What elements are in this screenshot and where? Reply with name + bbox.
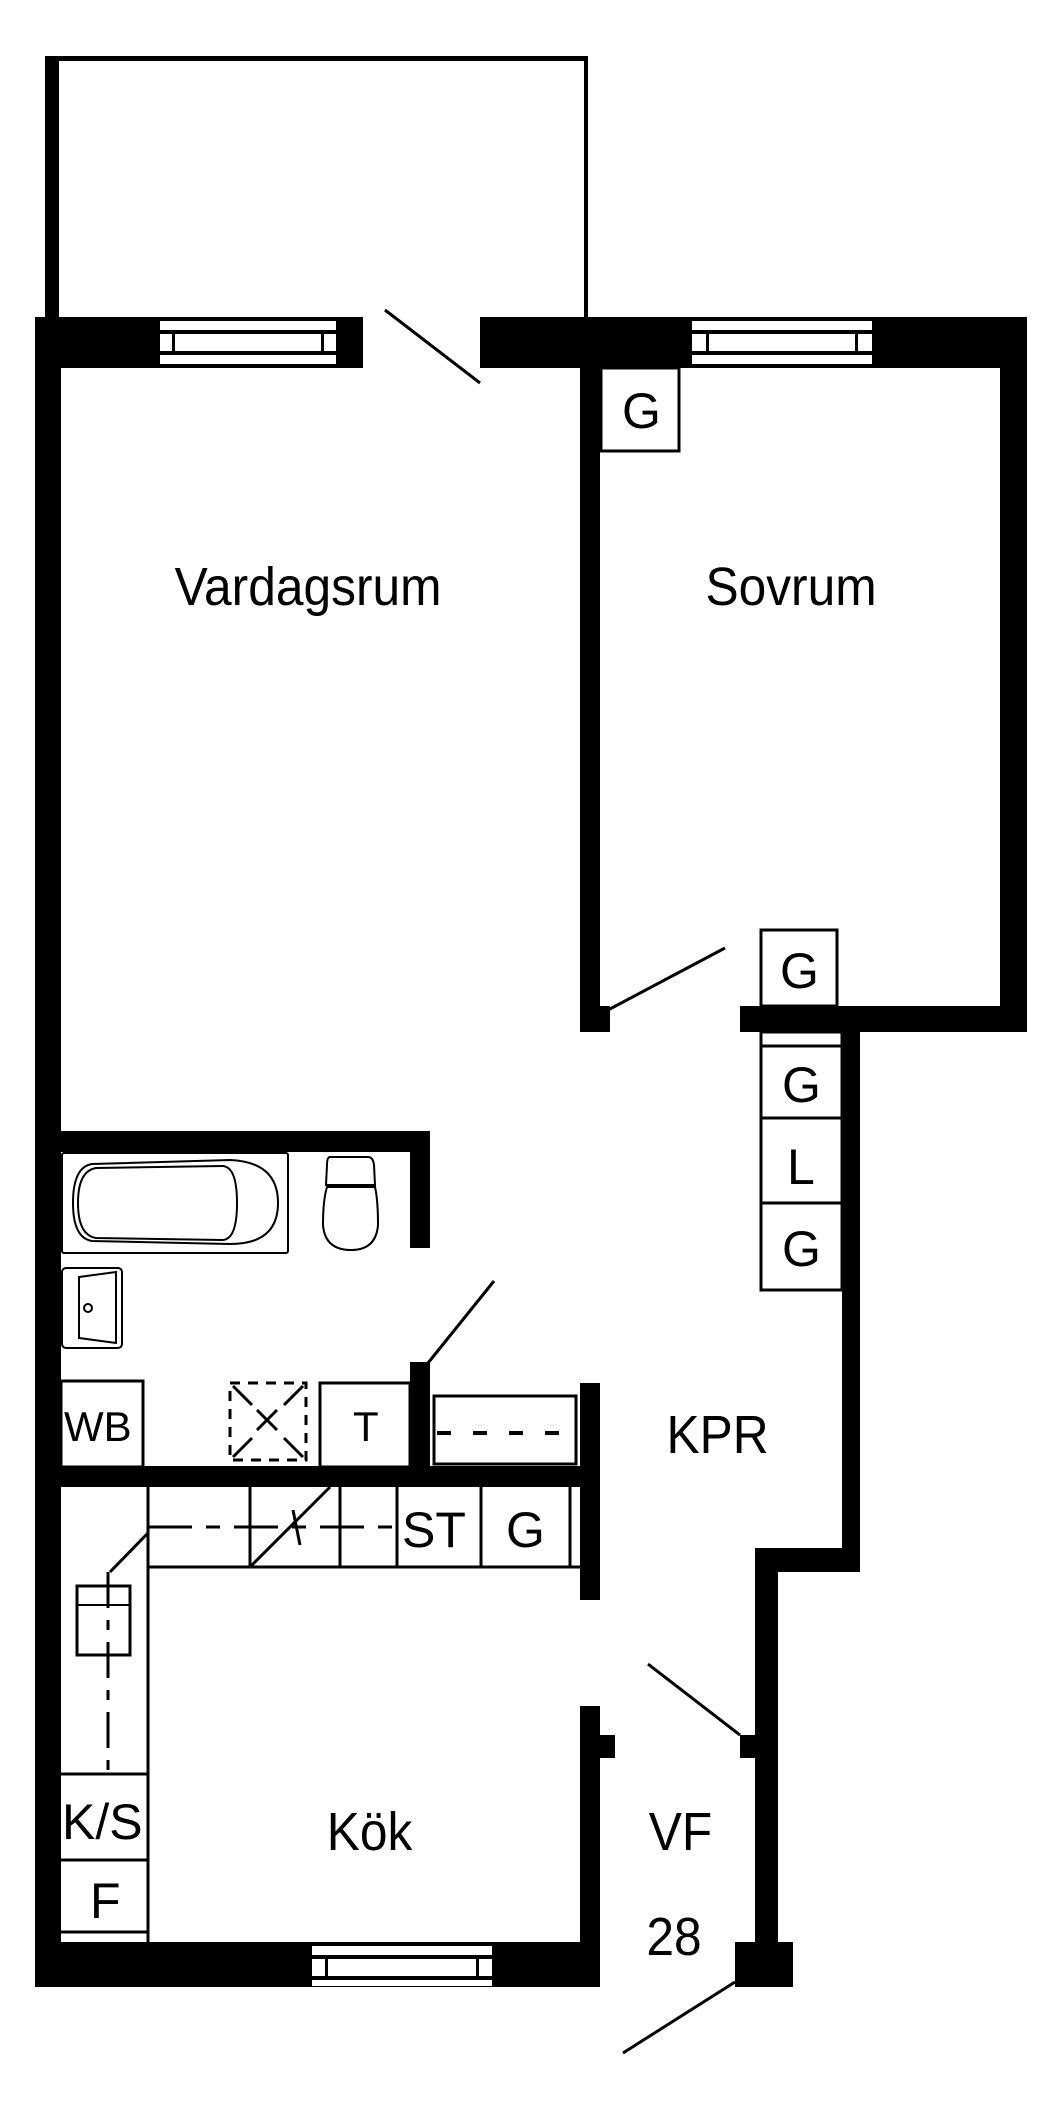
label-kitchen-stove: ST bbox=[402, 1502, 466, 1558]
kitchen-right-wall bbox=[580, 1706, 600, 1987]
kitchen-partition bbox=[580, 1383, 600, 1600]
entrance-door[interactable] bbox=[622, 1980, 736, 2055]
bedroom-closet-bottom bbox=[759, 928, 839, 1008]
floor-drain bbox=[228, 1381, 308, 1462]
bedroom-wall bbox=[580, 368, 610, 1032]
label-dryer: T bbox=[353, 1403, 379, 1450]
label-fridge-freezer: K/S bbox=[62, 1794, 143, 1850]
entrance-inner-door[interactable] bbox=[647, 1662, 741, 1737]
label-freezer: F bbox=[90, 1873, 121, 1929]
hall-wardrobe bbox=[432, 1394, 578, 1466]
washer-box bbox=[59, 1379, 145, 1469]
area-label: 28 bbox=[646, 1907, 702, 1967]
window-living-room bbox=[160, 321, 336, 364]
label-bedroom-closet-bottom: G bbox=[780, 943, 819, 999]
label-bedroom-closet-top: G bbox=[622, 383, 661, 439]
dryer-box bbox=[318, 1381, 412, 1469]
label-washer: WB bbox=[64, 1403, 132, 1450]
room-label-living-room: Vardagsrum bbox=[174, 557, 442, 617]
kitchen-counter bbox=[108, 1485, 580, 1942]
sink bbox=[61, 1267, 123, 1349]
label-hall-linen: L bbox=[787, 1139, 815, 1195]
balcony-door[interactable] bbox=[384, 308, 481, 385]
label-hall-closet-1: G bbox=[782, 1057, 821, 1113]
bathroom-door[interactable] bbox=[426, 1280, 496, 1364]
bedroom-door[interactable] bbox=[607, 946, 726, 1012]
hall-closets bbox=[759, 1030, 844, 1292]
room-label-kitchen: Kök bbox=[326, 1802, 413, 1862]
bedroom-closet-top bbox=[599, 366, 681, 453]
room-label-entrance: VF bbox=[648, 1802, 713, 1862]
room-label-hall: KPR bbox=[666, 1405, 769, 1465]
toilet bbox=[321, 1156, 380, 1252]
balcony bbox=[45, 56, 588, 376]
window-kitchen bbox=[312, 1946, 492, 1986]
label-hall-closet-2: G bbox=[782, 1221, 821, 1277]
room-label-bedroom: Sovrum bbox=[705, 557, 877, 617]
kitchen-appliance-column bbox=[61, 1572, 148, 1934]
kitchen-wall-stub bbox=[600, 1735, 615, 1758]
label-kitchen-closet: G bbox=[506, 1502, 545, 1558]
bathtub bbox=[61, 1152, 289, 1254]
window-bedroom bbox=[692, 321, 872, 364]
